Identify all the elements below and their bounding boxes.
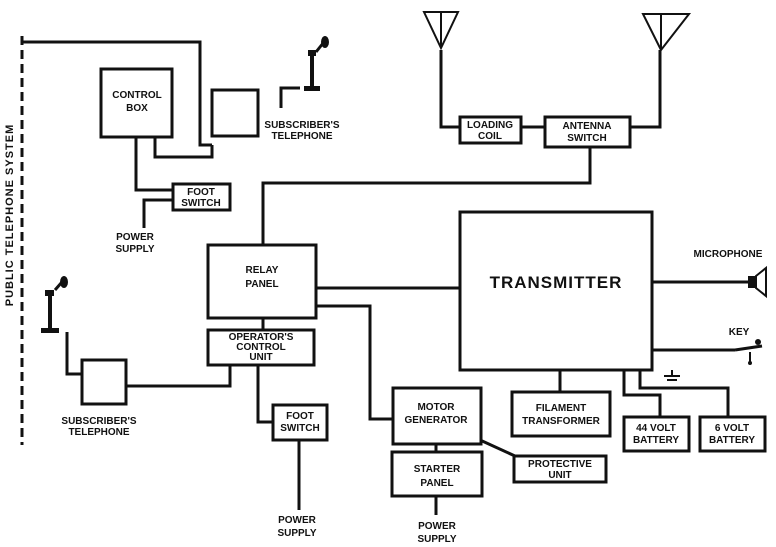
foot-switch-top-box <box>171 182 232 212</box>
starter-panel-label-1: STARTER <box>414 464 461 475</box>
foot-switch-bottom-label-1: FOOT <box>286 411 314 422</box>
motor-generator-label-1: MOTOR <box>417 402 455 413</box>
control-box <box>99 67 174 139</box>
battery-6-volt-label-1: 6 VOLT <box>715 423 749 434</box>
operators-control-unit-box <box>206 328 316 367</box>
antenna-switch-label-2: SWITCH <box>567 133 606 144</box>
battery-44-volt-label-2: BATTERY <box>633 435 679 446</box>
foot-switch-bottom-label-2: SWITCH <box>280 423 319 434</box>
control-box-label-1: CONTROL <box>112 90 161 101</box>
subscriber-telephone-bottom-label-1: SUBSCRIBER'S <box>61 416 136 427</box>
power-supply-left-label-2: SUPPLY <box>115 244 154 255</box>
loading-coil-box <box>458 115 523 145</box>
candlestick-telephone-bottom-icon <box>41 276 68 333</box>
relay-panel-label-1: RELAY <box>246 265 279 276</box>
operators-control-unit-label-1: OPERATOR'S <box>229 332 294 343</box>
foot-switch-bottom-box <box>271 403 329 442</box>
control-box-label-2: BOX <box>126 103 148 114</box>
antenna-switch-box <box>543 115 632 149</box>
microphone-icon <box>748 265 767 299</box>
starter-panel-label-2: PANEL <box>420 478 453 489</box>
loading-coil-label-1: LOADING <box>467 120 513 131</box>
protective-unit-box <box>512 454 608 484</box>
foot-switch-top-label-1: FOOT <box>187 187 215 198</box>
operators-control-unit-label-2: CONTROL <box>236 342 285 353</box>
battery-44-volt-label-1: 44 VOLT <box>636 423 676 434</box>
battery-44-volt-box <box>622 415 691 453</box>
relay-panel-box <box>206 243 318 320</box>
antenna-switch-label-1: ANTENNA <box>563 121 612 132</box>
motor-generator-box <box>391 386 483 446</box>
filament-transformer-box <box>510 390 612 438</box>
power-supply-bottom-label-2: SUPPLY <box>277 528 316 539</box>
loading-coil-label-2: COIL <box>478 131 502 142</box>
key-label: KEY <box>729 327 750 338</box>
relay-panel-label-2: PANEL <box>245 279 278 290</box>
power-supply-starter-label-2: SUPPLY <box>417 534 456 545</box>
battery-6-volt-label-2: BATTERY <box>709 435 755 446</box>
subscriber-telephone-top-label-1: SUBSCRIBER'S <box>264 120 339 131</box>
protective-unit-label-2: UNIT <box>548 470 571 481</box>
subscriber-telephone-top-label-2: TELEPHONE <box>271 131 332 142</box>
subscriber-telephone-bottom-box <box>80 358 128 406</box>
subscriber-telephone-bottom-label-2: TELEPHONE <box>68 427 129 438</box>
subscriber-telephone-top-box <box>210 88 260 138</box>
power-supply-starter-label-1: POWER <box>418 521 457 532</box>
public-telephone-system-label: PUBLIC TELEPHONE SYSTEM <box>4 124 16 307</box>
filament-transformer-label-1: FILAMENT <box>536 403 587 414</box>
foot-switch-top-label-2: SWITCH <box>181 198 220 209</box>
protective-unit-label-1: PROTECTIVE <box>528 459 592 470</box>
operators-control-unit-label-3: UNIT <box>249 352 272 363</box>
transmitter-box <box>458 210 654 372</box>
power-supply-left-label-1: POWER <box>116 232 155 243</box>
wiring <box>22 40 748 515</box>
starter-panel-box <box>390 450 484 498</box>
candlestick-telephone-top-icon <box>304 36 329 91</box>
transmitter-label: TRANSMITTER <box>490 273 623 292</box>
power-supply-bottom-label-1: POWER <box>278 515 317 526</box>
filament-transformer-label-2: TRANSFORMER <box>522 416 601 427</box>
motor-generator-label-2: GENERATOR <box>405 415 469 426</box>
microphone-label: MICROPHONE <box>694 249 763 260</box>
telegraph-key-icon <box>734 339 763 365</box>
antenna-right-icon <box>641 13 692 52</box>
battery-6-volt-box <box>698 415 767 453</box>
antenna-left-icon <box>422 11 460 51</box>
